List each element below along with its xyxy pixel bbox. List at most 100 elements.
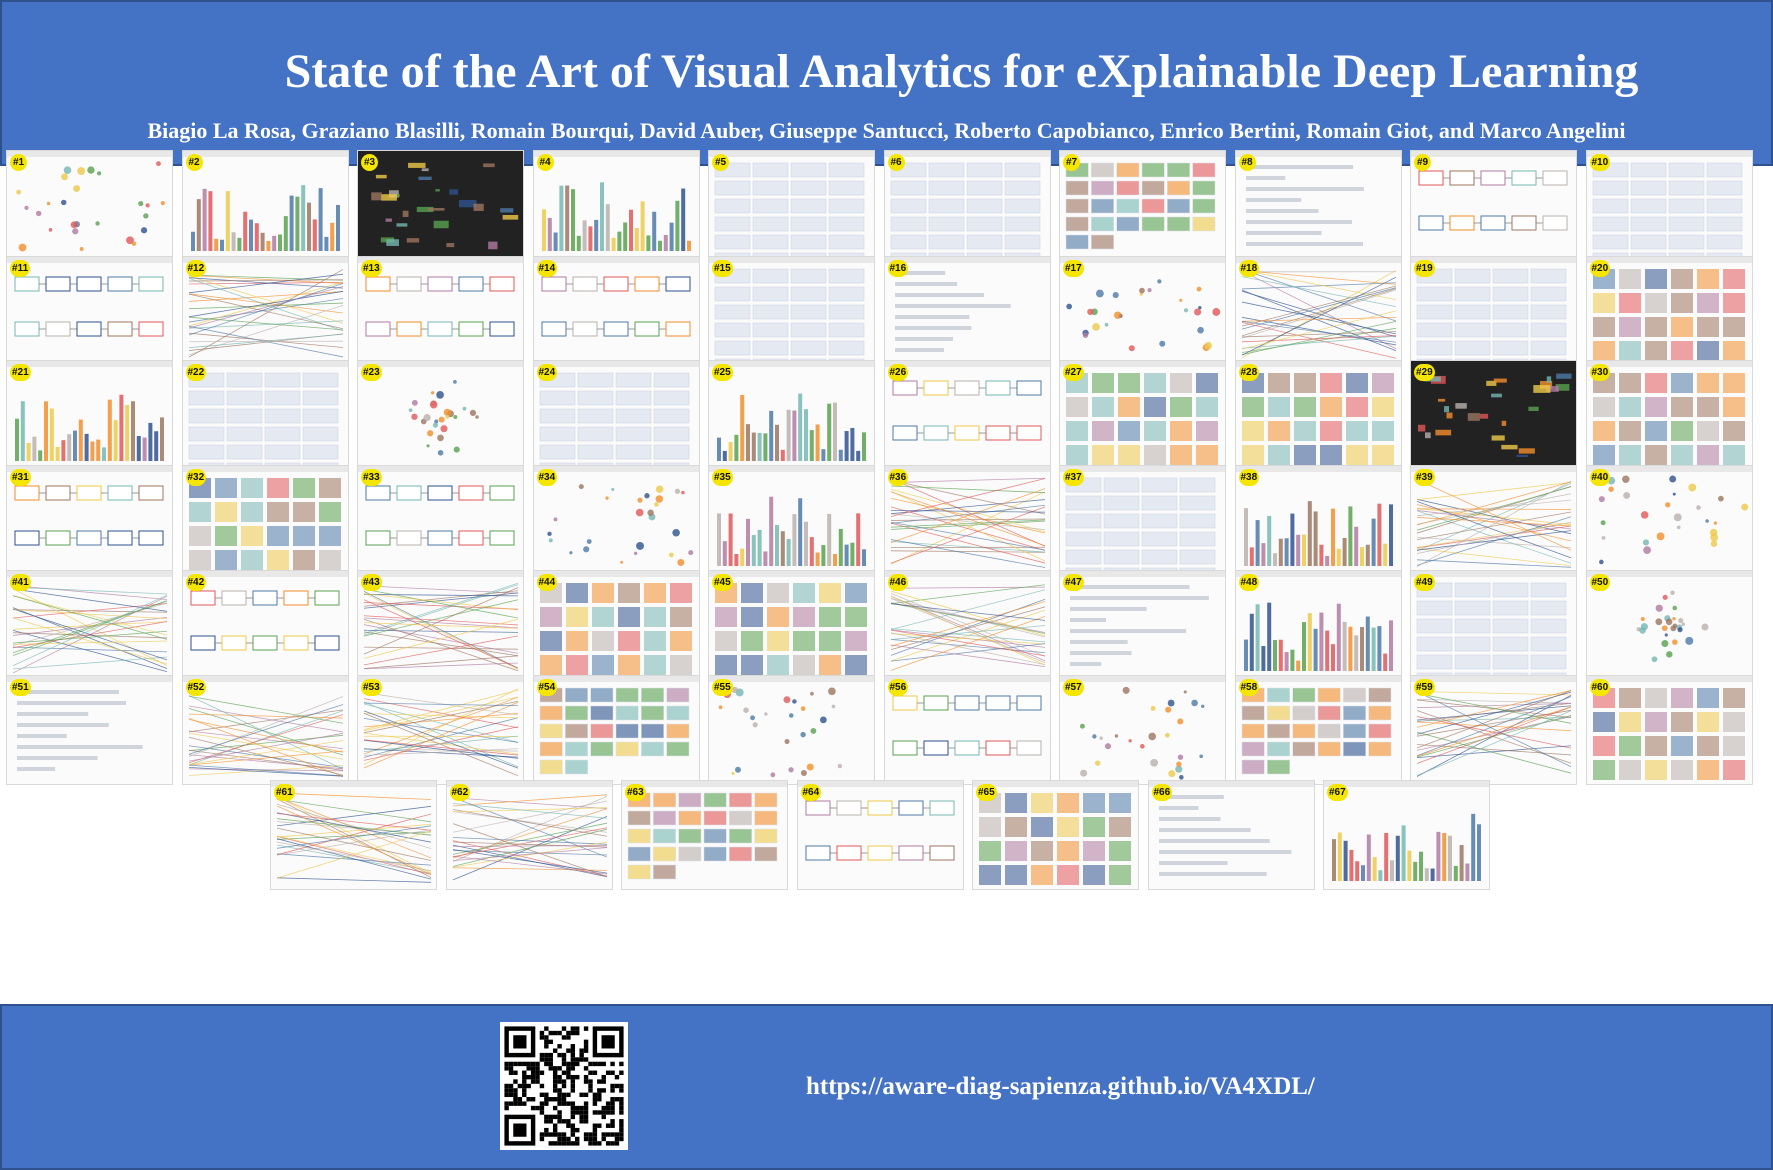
thumbnail-preview [884,361,1050,441]
thumbnail-number-badge: #29 [1414,364,1435,381]
thumbnail-preview [1235,466,1401,566]
thumbnail[interactable]: #24 [532,360,700,470]
thumbnail[interactable]: #32 [181,465,349,575]
thumbnail[interactable]: #31 [6,465,173,575]
thumbnail-number-badge: #61 [274,784,295,801]
thumbnail[interactable]: #39 [1410,465,1577,575]
thumbnail[interactable]: #57 [1059,675,1226,785]
thumbnail[interactable]: #62 [445,780,613,890]
thumbnail-preview [884,257,1050,352]
thumbnail-number-badge: #57 [1063,679,1084,696]
thumbnail[interactable]: #59 [1410,675,1577,785]
thumbnail[interactable]: #6 [883,150,1051,260]
thumbnail[interactable]: #64 [796,780,964,890]
thumbnail[interactable]: #1 [6,150,173,260]
thumbnail-preview [1586,257,1752,361]
thumbnail[interactable]: #36 [883,465,1051,575]
thumbnail-preview [1586,466,1752,565]
thumbnail[interactable]: #3 [357,150,524,260]
thumbnail[interactable]: #7 [1059,150,1226,260]
thumbnail[interactable]: #51 [6,675,173,785]
thumbnail[interactable]: #37 [1059,465,1226,575]
thumbnail[interactable]: #25 [708,360,875,470]
thumbnail[interactable]: #35 [708,465,875,575]
thumbnail-number-badge: #54 [536,679,558,696]
thumbnail-preview [358,676,523,777]
thumbnail[interactable]: #21 [6,360,173,470]
thumbnail-number-badge: #49 [1414,574,1435,591]
thumbnail[interactable]: #22 [181,360,349,470]
thumbnail[interactable]: #11 [6,256,173,366]
thumbnail[interactable]: #67 [1323,780,1490,890]
thumbnail-preview [358,257,523,337]
thumbnail-number-badge: #41 [10,574,31,591]
thumbnail[interactable]: #60 [1585,675,1753,785]
thumbnail[interactable]: #63 [621,780,788,890]
thumbnail[interactable]: #28 [1234,360,1402,470]
thumbnail[interactable]: #48 [1234,570,1402,680]
thumbnail-number-badge: #67 [1327,784,1348,801]
thumbnail-number-badge: #66 [1151,784,1173,801]
thumbnail[interactable]: #54 [532,675,700,785]
thumbnail[interactable]: #13 [357,256,524,366]
thumbnail[interactable]: #8 [1234,150,1402,260]
thumbnail-preview [1324,781,1489,881]
thumbnail[interactable]: #12 [181,256,349,366]
thumbnail[interactable]: #15 [708,256,875,366]
thumbnail[interactable]: #44 [532,570,700,680]
thumbnail-preview [709,361,874,461]
thumbnail[interactable]: #38 [1234,465,1402,575]
thumbnail[interactable]: #52 [181,675,349,785]
thumbnail[interactable]: #2 [181,150,349,260]
thumbnail-preview [182,571,348,651]
thumbnail-number-badge: #63 [625,784,646,801]
thumbnail[interactable]: #45 [708,570,875,680]
thumbnail-preview [1235,257,1401,359]
thumbnail[interactable]: #55 [708,675,875,785]
thumbnail[interactable]: #61 [270,780,437,890]
thumbnail[interactable]: #20 [1585,256,1753,366]
thumbnail[interactable]: #34 [532,465,700,575]
thumbnail[interactable]: #49 [1410,570,1577,680]
thumbnail[interactable]: #18 [1234,256,1402,366]
thumbnail[interactable]: #41 [6,570,173,680]
thumbnail[interactable]: #14 [532,256,700,366]
thumbnail[interactable]: #19 [1410,256,1577,366]
thumbnail[interactable]: #23 [357,360,524,470]
thumbnail[interactable]: #47 [1059,570,1226,680]
thumbnail[interactable]: #46 [883,570,1051,680]
thumbnail[interactable]: #9 [1410,150,1577,260]
thumbnail[interactable]: #33 [357,465,524,575]
thumbnail[interactable]: #56 [883,675,1051,785]
thumbnail-number-badge: #3 [361,154,378,171]
thumbnail[interactable]: #40 [1585,465,1753,575]
thumbnail[interactable]: #29 [1410,360,1577,470]
thumbnail-number-badge: #28 [1238,364,1260,381]
thumbnail[interactable]: #65 [972,780,1139,890]
thumbnail-preview [1411,361,1576,469]
thumbnail-preview [1060,466,1225,574]
thumbnail[interactable]: #58 [1234,675,1402,785]
thumbnail[interactable]: #30 [1585,360,1753,470]
thumbnail[interactable]: #10 [1585,150,1753,260]
thumbnail-number-badge: #44 [536,574,558,591]
thumbnail[interactable]: #43 [357,570,524,680]
thumbnail-preview [1060,571,1225,666]
thumbnail[interactable]: #26 [883,360,1051,470]
thumbnail[interactable]: #53 [357,675,524,785]
thumbnail-number-badge: #1 [10,154,27,171]
thumbnail[interactable]: #27 [1059,360,1226,470]
thumbnail[interactable]: #5 [708,150,875,260]
thumbnail[interactable]: #4 [532,150,700,260]
thumbnail-preview [533,466,699,567]
qr-code-icon[interactable] [500,1022,628,1150]
thumbnail-number-badge: #53 [361,679,382,696]
thumbnail[interactable]: #17 [1059,256,1226,366]
thumbnail-number-badge: #47 [1063,574,1084,591]
project-url-link[interactable]: https://aware-diag-sapienza.github.io/VA… [806,1073,1315,1100]
thumbnail[interactable]: #16 [883,256,1051,366]
thumbnail-number-badge: #20 [1589,260,1611,277]
thumbnail[interactable]: #50 [1585,570,1753,680]
thumbnail[interactable]: #42 [181,570,349,680]
thumbnail[interactable]: #66 [1147,780,1315,890]
